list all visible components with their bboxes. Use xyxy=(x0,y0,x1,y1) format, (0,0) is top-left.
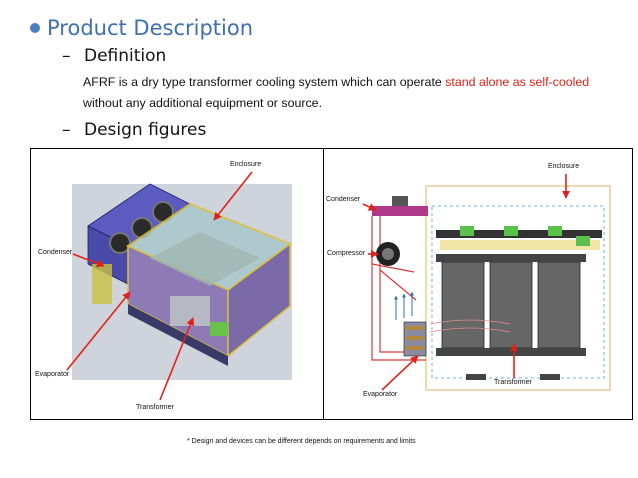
right-label-condenser: Condenser xyxy=(326,196,361,203)
definition-text-part2: without any additional equipment or sour… xyxy=(83,96,323,110)
definition-highlight: stand alone as self-cooled xyxy=(445,75,590,89)
footnote: * Design and devices can be different de… xyxy=(187,438,416,445)
dash: – xyxy=(62,46,71,66)
bullet-dot-icon xyxy=(30,23,40,33)
right-label-transformer: Transformer xyxy=(494,379,532,386)
left-label-condenser: Condenser xyxy=(38,249,73,256)
figures-divider xyxy=(323,148,324,420)
section-design-title: Design figures xyxy=(84,120,207,140)
right-label-compressor: Compressor xyxy=(327,250,366,257)
left-label-enclosure: Enclosure xyxy=(230,161,262,168)
left-enclosure-render xyxy=(72,183,293,380)
slide-heading: Product Description xyxy=(30,14,253,42)
section-definition: – Definition xyxy=(62,46,166,66)
definition-paragraph: AFRF is a dry type transformer cooling s… xyxy=(83,72,623,114)
dash: – xyxy=(62,120,71,140)
left-label-transformer: Transformer xyxy=(136,404,174,411)
section-design: – Design figures xyxy=(62,120,206,140)
definition-text-part1: AFRF is a dry type transformer cooling s… xyxy=(83,75,446,89)
figures-frame xyxy=(30,148,633,420)
right-schematic xyxy=(371,185,611,391)
right-label-evaporator: Evaporator xyxy=(363,391,398,398)
left-label-evaporator: Evaporator xyxy=(35,371,70,378)
heading-title: Product Description xyxy=(47,16,254,40)
right-label-enclosure: Enclosure xyxy=(548,163,580,170)
section-definition-title: Definition xyxy=(84,46,167,66)
